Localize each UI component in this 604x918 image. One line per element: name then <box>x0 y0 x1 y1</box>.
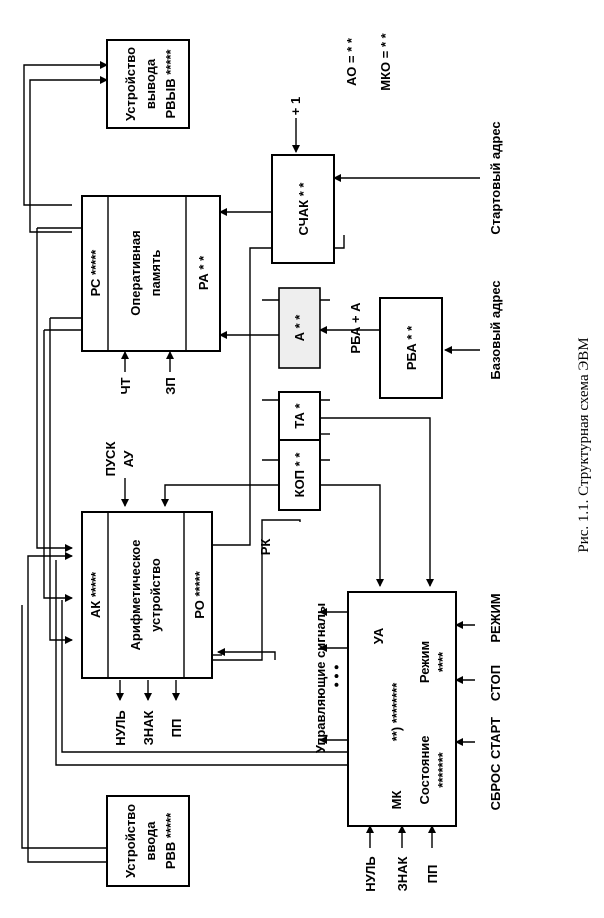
alu-title-line1: Арифметическое <box>128 540 143 651</box>
instruction-register-block: А * * ТА * КОП * * РК <box>258 287 321 556</box>
instr-reg-opcode-field: КОП * * <box>292 452 307 498</box>
output-device-line1: Устройство <box>123 47 138 121</box>
output-device-line2: вывода <box>143 58 158 109</box>
instruction-counter-label: СЧАК * * <box>296 182 311 236</box>
ao-label: АО = * * <box>344 37 359 86</box>
signal-labels: АО = * * МКО = * * + 1 Стартовый адрес Б… <box>103 32 503 891</box>
mode-button-label: РЕЖИМ <box>488 593 503 642</box>
stop-button-label: СТОП <box>488 665 503 701</box>
ctrl-flag-overflow: ПП <box>425 865 440 884</box>
start-address-label: Стартовый адрес <box>488 121 503 234</box>
control-mk-value: **) ******** <box>389 682 404 741</box>
control-signals-dots: • • • <box>328 665 344 688</box>
input-device-line3: РВВ ***** <box>163 812 178 869</box>
control-mk-label: МК <box>389 791 404 810</box>
alu-flag-zero: НУЛЬ <box>113 710 128 745</box>
input-device-line2: ввода <box>143 821 158 861</box>
memory-register-ra: РА * * <box>196 255 211 290</box>
control-unit-name: УА <box>371 627 386 644</box>
start-button-label: СТАРТ <box>488 717 503 759</box>
input-device-block: Устройство ввода РВВ ***** <box>106 795 190 887</box>
memory-title-line2: память <box>148 250 163 297</box>
control-mode-value: **** <box>435 651 450 672</box>
alu-title-line2: устройство <box>148 558 163 632</box>
output-device-block: Устройство вывода РВЫВ ***** <box>106 39 190 129</box>
output-device-line3: РВЫВ ***** <box>163 49 178 119</box>
alu-register-ak: АК ***** <box>88 571 103 618</box>
control-state-value: ******* <box>435 751 450 787</box>
figure-caption: Рис. 1.1. Структурная схема ЭВМ <box>576 337 592 552</box>
reset-button-label: СБРОС <box>488 763 503 810</box>
control-unit-block: УА МК **) ******** Состояние ******* Реж… <box>347 591 457 827</box>
read-label: ЧТ <box>118 377 133 394</box>
control-mode-label: Режим <box>417 641 432 683</box>
connections <box>21 61 480 863</box>
ctrl-flag-zero: НУЛЬ <box>363 856 378 891</box>
instr-reg-address-field: А * * <box>292 314 307 342</box>
alu-register-ro: РО ***** <box>192 570 207 618</box>
memory-register-rs: РС ***** <box>88 249 103 297</box>
alu-abbr-label: АУ <box>121 450 136 468</box>
write-label: ЗП <box>163 377 178 395</box>
ctrl-flag-sign: ЗНАК <box>395 857 410 892</box>
instr-reg-name: РК <box>258 539 273 556</box>
mko-label: МКО = * * <box>378 32 393 90</box>
control-signals-label: Управляющие сигналы <box>313 603 328 753</box>
base-register-label: РБА * * <box>404 325 419 370</box>
memory-title-line1: Оперативная <box>128 230 143 315</box>
input-device-line1: Устройство <box>123 804 138 878</box>
alu-flag-sign: ЗНАК <box>141 711 156 746</box>
base-register-block: РБА * * <box>379 297 443 399</box>
memory-block: РС ***** Оперативная память РА * * <box>81 195 221 352</box>
alu-flag-overflow: ПП <box>169 719 184 738</box>
control-state-label: Состояние <box>417 735 432 804</box>
rba-plus-a-label: РБА + А <box>348 302 363 354</box>
instr-reg-type-field: ТА * <box>292 402 307 428</box>
base-address-label: Базовый адрес <box>488 280 503 379</box>
start-alu-label: ПУСК <box>103 442 118 477</box>
instruction-counter-block: СЧАК * * <box>271 154 335 264</box>
alu-block: АК ***** Арифметическое устройство РО **… <box>81 511 213 679</box>
plus-one-label: + 1 <box>288 97 303 115</box>
